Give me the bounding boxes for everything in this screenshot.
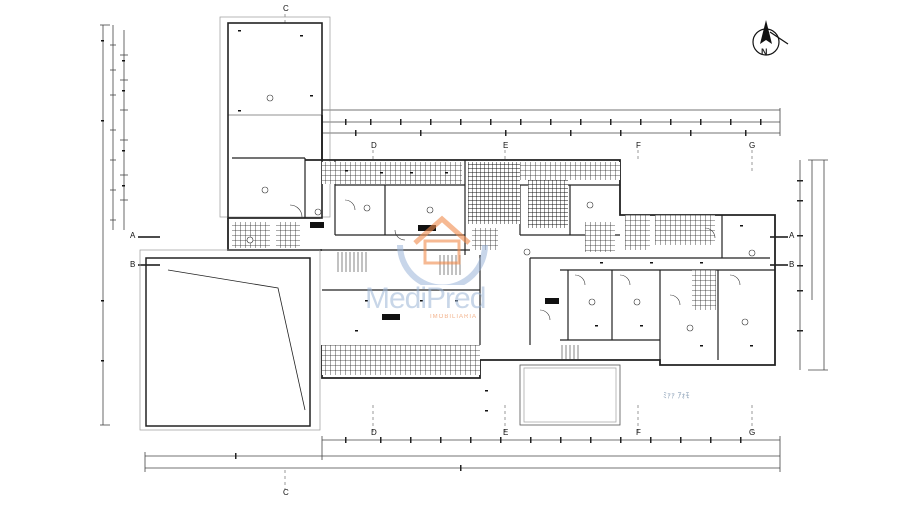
axis-label-bottom-g: G [749,428,756,437]
section-label-right-b: B [789,260,795,269]
house-logo-icon [397,215,488,285]
stairs [337,252,579,360]
axis-label-bottom-c: C [283,488,289,497]
axis-label-top-e: E [503,141,509,150]
north-wing [219,16,331,219]
section-label-left-b: B [130,260,136,269]
north-label: N [761,47,768,57]
section-label-left-a: A [130,231,136,240]
tiled-areas [232,162,716,375]
axis-label-top-d: D [371,141,377,150]
annotation-dots [238,30,753,412]
axis-label-bottom-d: D [371,428,377,437]
top-dim-ticks [345,119,762,136]
north-arrow-icon: N [748,14,792,64]
axis-label-bottom-e: E [503,428,509,437]
axis-label-bottom-f: F [636,428,641,437]
room-markers [246,94,756,332]
handwritten-note: ﾐｧｧ ｱｫﾓ [663,391,690,400]
section-marks [138,236,788,266]
axis-label-top-f: F [636,141,641,150]
axis-label-top-c: C [283,4,289,13]
left-dim-ticks [101,40,125,362]
axis-label-top-g: G [749,141,756,150]
left-dimension-lines [100,24,128,426]
entrance-porch [519,364,621,426]
label-boxes [310,222,559,320]
watermark-brand: MediPred [365,282,486,315]
right-dim-ticks [797,180,803,332]
door-swings [289,199,741,321]
watermark-subtitle: IMOBILIARIA [430,314,478,320]
bottom-dim-ticks [235,437,742,471]
terrace [139,249,321,431]
bottom-dimension-lines [144,436,781,472]
section-label-right-a: A [789,231,795,240]
axis-guides [284,14,753,490]
right-dimension-lines [799,159,828,371]
